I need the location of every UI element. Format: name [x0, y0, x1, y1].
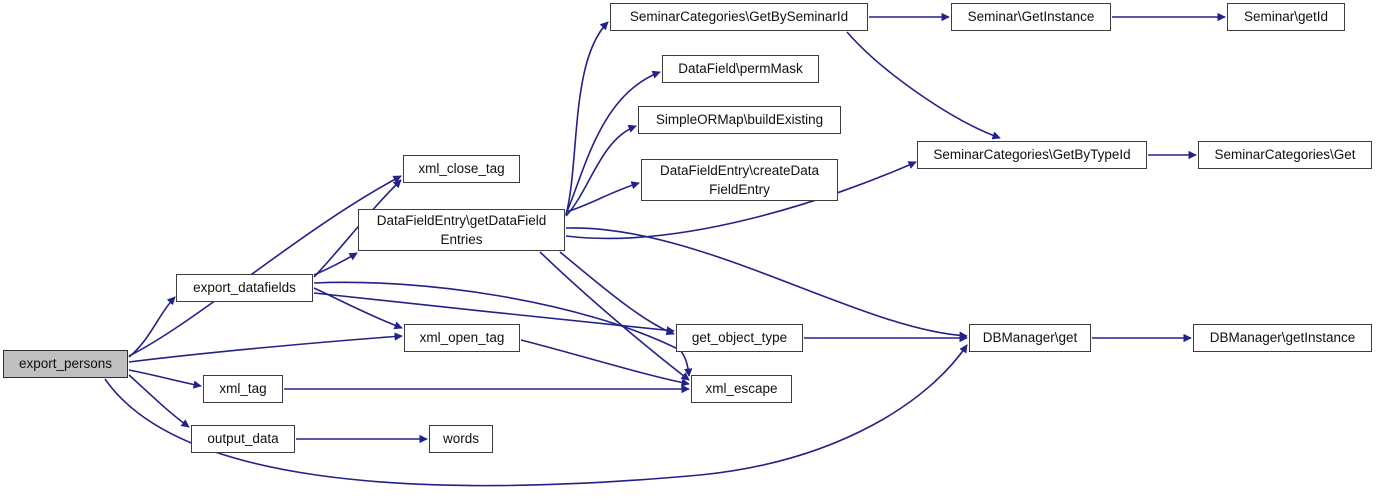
- edge-getDataFieldEntries-to-GetBySeminarId: [565, 21, 609, 216]
- node-buildExisting[interactable]: SimpleORMap\buildExisting: [638, 106, 841, 134]
- node-GetBySeminarId[interactable]: SeminarCategories\GetBySeminarId: [610, 3, 868, 31]
- node-GetByTypeId[interactable]: SeminarCategories\GetByTypeId: [917, 141, 1147, 169]
- edge-export_persons-to-output_data: [128, 374, 190, 428]
- edge-export_persons-to-xml_open_tag: [128, 332, 403, 363]
- edge-getDataFieldEntries-to-xml_escape: [539, 251, 690, 381]
- node-SeminarCategoriesGet[interactable]: SeminarCategories\Get: [1198, 141, 1372, 169]
- node-getId[interactable]: Seminar\getId: [1227, 3, 1345, 31]
- node-xml_tag[interactable]: xml_tag: [203, 375, 283, 403]
- node-output_data[interactable]: output_data: [191, 425, 295, 453]
- node-export_persons[interactable]: export_persons: [3, 350, 128, 378]
- edge-GetBySeminarId-to-GetByTypeId: [846, 31, 1001, 140]
- node-xml_open_tag[interactable]: xml_open_tag: [404, 324, 520, 352]
- node-GetInstance[interactable]: Seminar\GetInstance: [951, 3, 1111, 31]
- node-export_datafields[interactable]: export_datafields: [176, 274, 313, 302]
- edge-export_persons-to-export_datafields: [128, 296, 176, 358]
- node-DBManagerGetInstance[interactable]: DBManager\getInstance: [1193, 324, 1372, 352]
- edge-export_datafields-to-xml_close_tag: [313, 179, 402, 278]
- node-getDataFieldEntries[interactable]: DataFieldEntry\getDataField Entries: [358, 209, 565, 251]
- edge-getDataFieldEntries-to-GetByTypeId: [565, 161, 917, 240]
- edge-export_datafields-to-get_object_type: [313, 292, 675, 335]
- edge-export_persons-to-DBManagerGet: [104, 344, 968, 487]
- edge-getDataFieldEntries-to-permMask: [565, 70, 661, 215]
- edge-export_persons-to-xml_tag: [128, 369, 202, 389]
- edge-export_persons-to-xml_close_tag: [128, 175, 402, 357]
- edge-getDataFieldEntries-to-createDataFieldEntry: [565, 181, 640, 213]
- edge-getDataFieldEntries-to-DBManagerGet: [565, 227, 968, 340]
- node-permMask[interactable]: DataField\permMask: [662, 55, 819, 83]
- node-words[interactable]: words: [429, 425, 493, 453]
- edge-export_datafields-to-xml_escape: [313, 281, 693, 377]
- node-xml_escape[interactable]: xml_escape: [691, 375, 792, 403]
- edge-export_datafields-to-getDataFieldEntries: [313, 252, 358, 276]
- node-xml_close_tag[interactable]: xml_close_tag: [403, 155, 520, 183]
- edge-xml_open_tag-to-xml_escape: [520, 339, 690, 387]
- node-get_object_type[interactable]: get_object_type: [676, 324, 803, 352]
- node-DBManagerGet[interactable]: DBManager\get: [969, 324, 1091, 352]
- node-createDataFieldEntry[interactable]: DataFieldEntry\createData FieldEntry: [641, 159, 838, 201]
- edge-getDataFieldEntries-to-get_object_type: [559, 251, 675, 335]
- edge-getDataFieldEntries-to-buildExisting: [565, 124, 637, 217]
- edge-export_datafields-to-xml_open_tag: [313, 287, 403, 330]
